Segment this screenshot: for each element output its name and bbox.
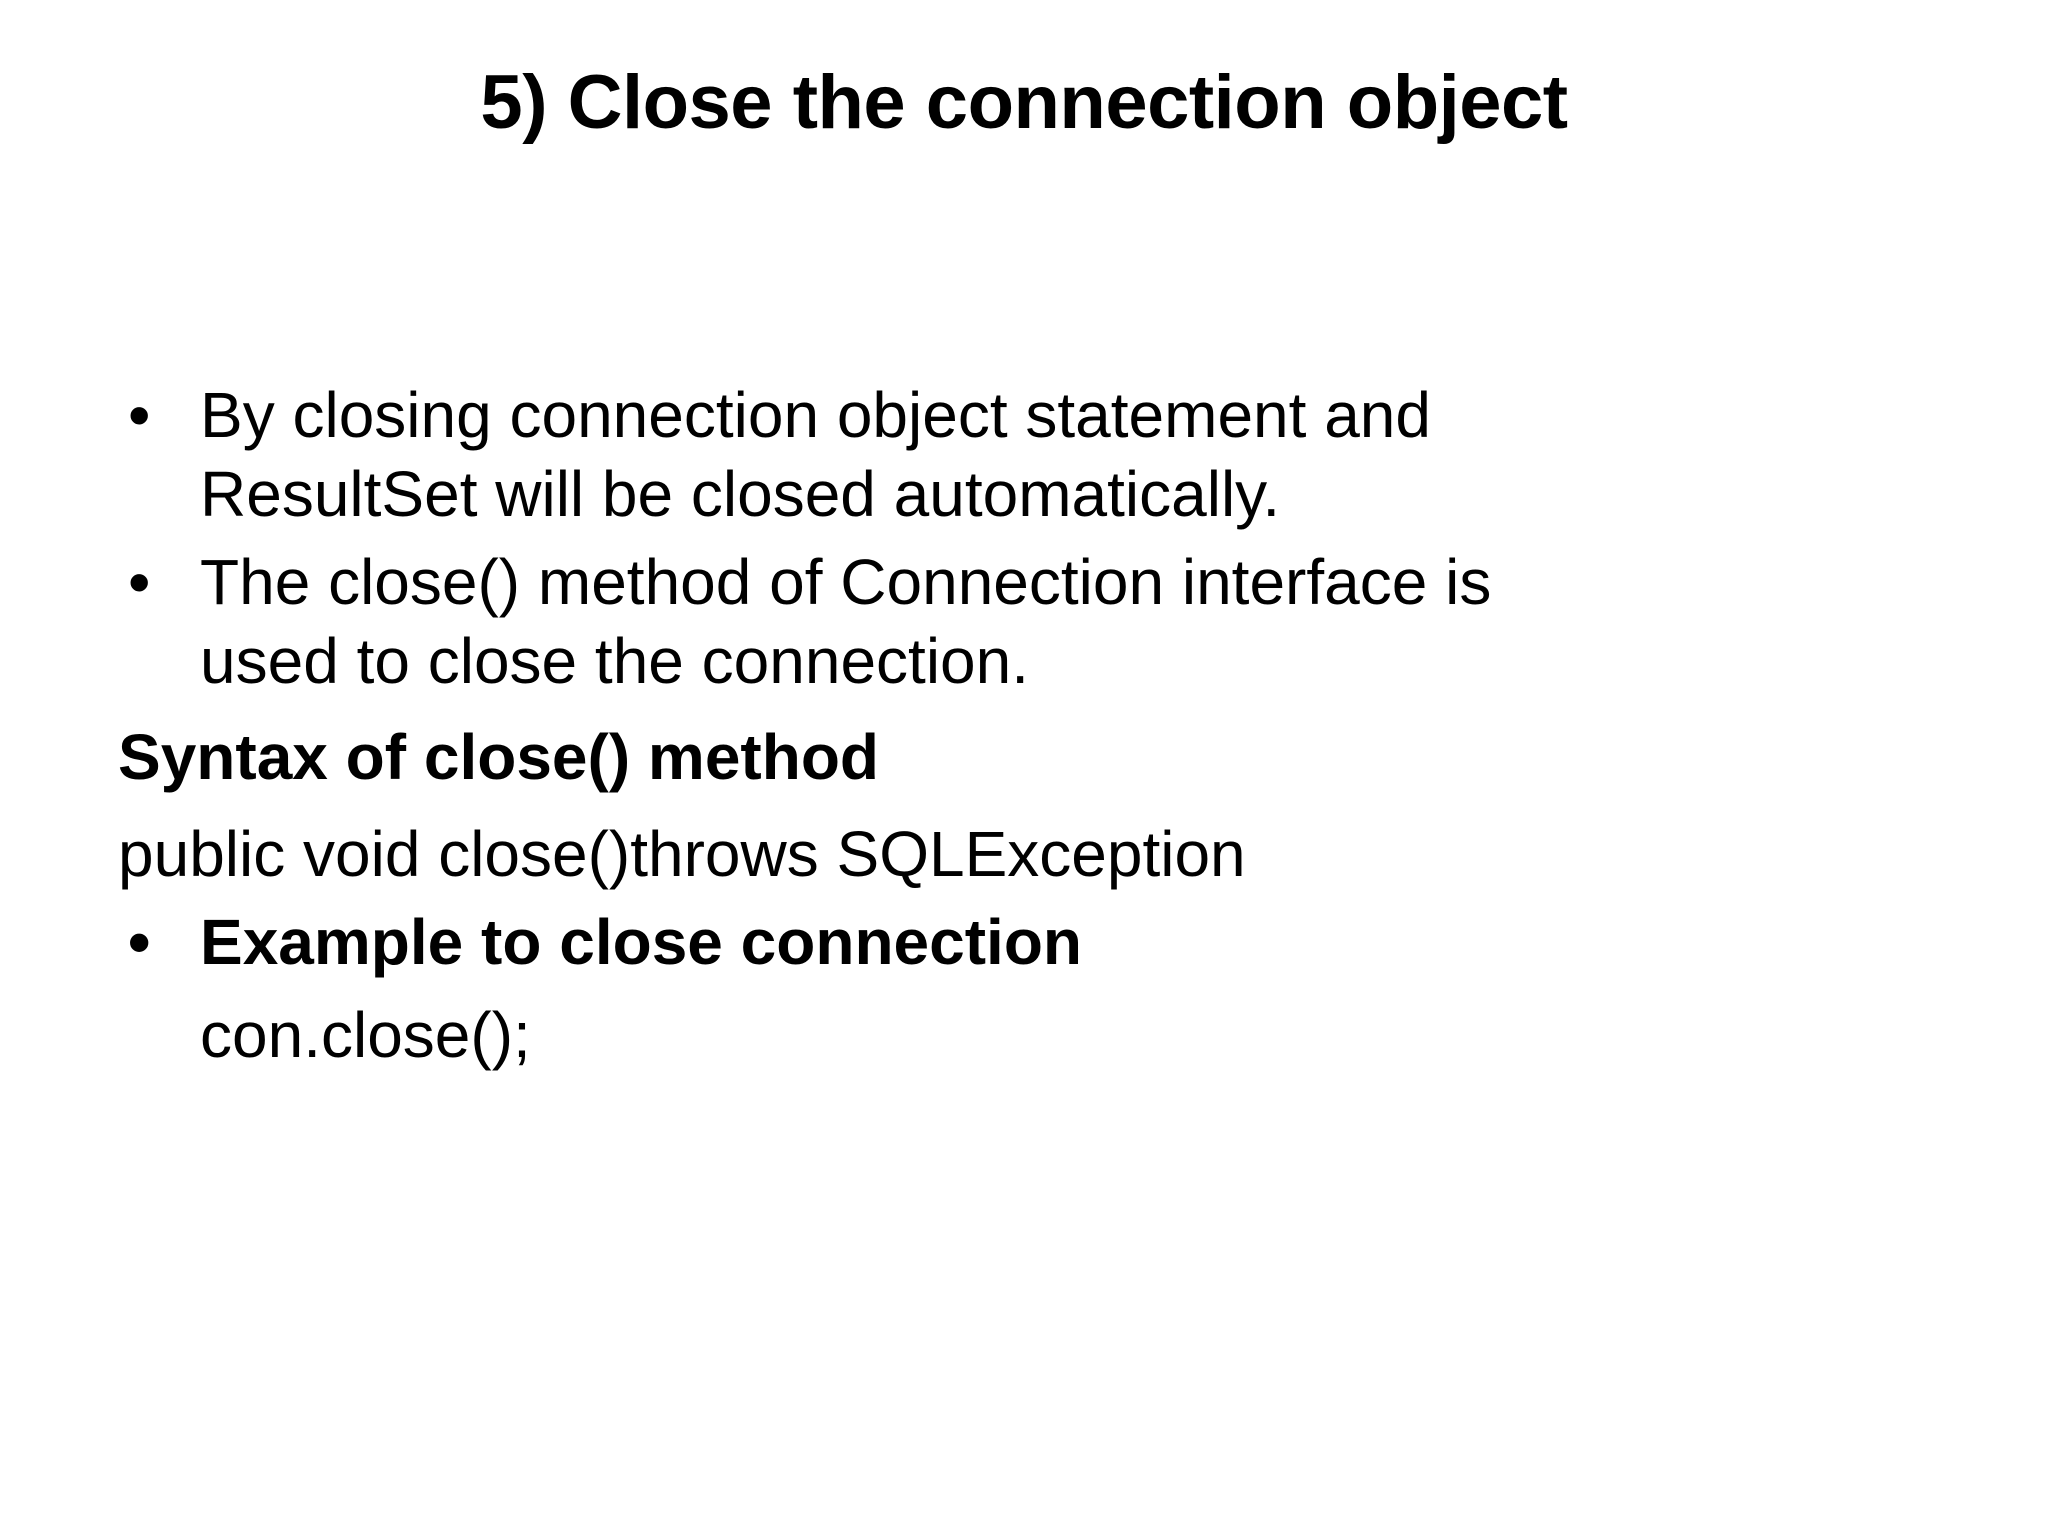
text-run: The close() method of Connection interfa… (200, 546, 1492, 619)
text-run: used to close the connection. (200, 624, 1029, 697)
slide-body: • By closing connection object statement … (118, 382, 1958, 1068)
page-title: 5) Close the connection object (480, 60, 1568, 145)
text-run: Example to close connection (200, 906, 1082, 979)
section-heading: Syntax of close() method (118, 724, 1958, 791)
code-text-line: public void close()throws SQLException (118, 817, 1958, 890)
text-run: ResultSet will be closed automatically. (200, 457, 1281, 530)
indented-text-line: con.close(); (118, 1002, 1958, 1069)
bullet-item-continuation: ResultSet will be closed automatically. (118, 457, 1958, 530)
text-run: public void close()throws SQLException (118, 817, 1246, 890)
bullet-item-continuation: used to close the connection. (118, 624, 1958, 697)
bullet-point-icon: • (128, 906, 151, 979)
bullet-item: • By closing connection object statement … (118, 382, 1958, 449)
bullet-item: • The close() method of Connection interf… (118, 549, 1958, 616)
text-run: Syntax of close() method (118, 721, 879, 794)
bullet-point-icon: • (128, 379, 151, 451)
text-run: By closing connection object statement a… (200, 379, 1431, 451)
bullet-point-icon: • (128, 546, 151, 619)
text-run: con.close(); (200, 998, 531, 1071)
bullet-item: • Example to close connection (118, 909, 1958, 976)
